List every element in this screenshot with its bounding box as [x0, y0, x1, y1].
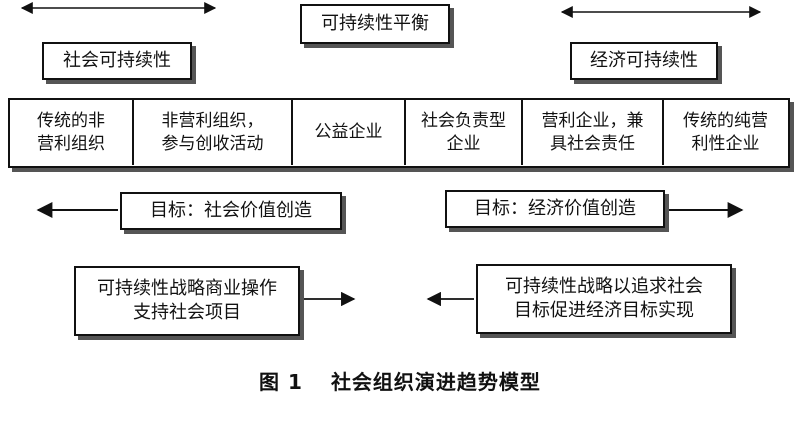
left-label-box: 社会可持续性 — [42, 42, 192, 80]
right-label: 经济可持续性 — [590, 50, 698, 71]
spectrum-cell-0: 传统的非 营利组织 — [10, 100, 134, 165]
left-goal: 目标：社会价值创造 — [150, 200, 312, 221]
right-goal: 目标：经济价值创造 — [474, 198, 636, 219]
spectrum-cell-5: 传统的纯营 利性企业 — [683, 110, 768, 154]
top-label: 可持续性平衡 — [321, 13, 429, 34]
figure-title: 社会组织演进趋势模型 — [330, 370, 541, 394]
spectrum-cell-3: 社会负责型 企业 — [406, 100, 523, 165]
right-strategy: 可持续性战略以追求社会 目标促进经济目标实现 — [505, 276, 703, 321]
spectrum-row: 传统的非 营利组织 非营利组织， 参与创收活动 公益企业 社会负责型 企业 营利… — [8, 98, 790, 168]
right-strategy-box: 可持续性战略以追求社会 目标促进经济目标实现 — [476, 264, 732, 334]
figure-caption: 图 1 社会组织演进趋势模型 — [0, 366, 800, 395]
right-goal-box: 目标：经济价值创造 — [445, 190, 665, 228]
figure-number: 图 1 — [259, 370, 303, 394]
left-label: 社会可持续性 — [63, 50, 171, 71]
left-strategy: 可持续性战略商业操作 支持社会项目 — [97, 278, 277, 323]
left-goal-box: 目标：社会价值创造 — [120, 192, 342, 230]
right-label-box: 经济可持续性 — [570, 42, 718, 80]
spectrum-cell-2: 公益企业 — [293, 100, 406, 165]
left-strategy-box: 可持续性战略商业操作 支持社会项目 — [74, 266, 300, 336]
spectrum-cell-4: 营利企业，兼 具社会责任 — [523, 100, 664, 165]
top-label-box: 可持续性平衡 — [300, 4, 450, 44]
spectrum-cell-1: 非营利组织， 参与创收活动 — [134, 100, 293, 165]
